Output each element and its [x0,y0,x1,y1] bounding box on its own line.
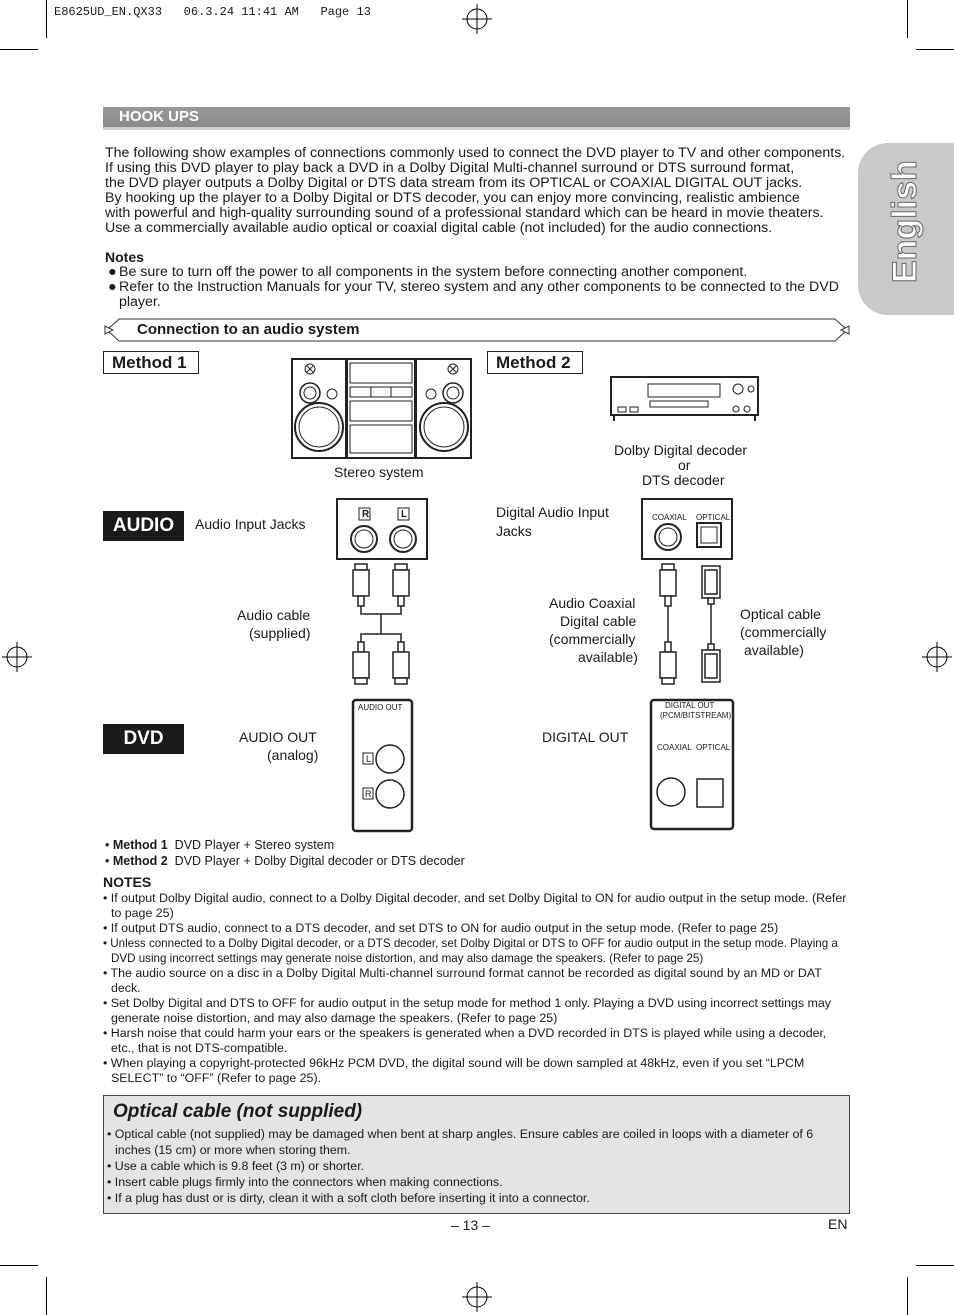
method2-name: Method 2 [112,854,168,868]
optical-cable-icon [701,565,721,683]
registration-mark-icon [2,642,32,672]
input-coaxial-label: COAXIAL [652,513,687,522]
method1-line: • Method 1 DVD Player + Stereo system [105,838,335,852]
crop-mark [907,1277,908,1315]
optical-cable-label-line3: available) [744,642,804,658]
panel-audio-out-label: AUDIO OUT [358,703,403,712]
audio-out-label-line1: AUDIO OUT [239,729,317,745]
note-item: ●Be sure to turn off the power to all co… [108,264,748,280]
intro-line: The following show examples of connectio… [105,145,846,161]
intro-line: with powerful and high-quality surroundi… [105,205,824,221]
section-title: HOOK UPS [119,108,200,125]
optical-box-item: • Use a cable which is 9.8 feet (3 m) or… [107,1159,365,1173]
audio-cable-label-line1: Audio cable [237,607,311,623]
page-number: – 13 – [451,1217,490,1233]
method1-label: Method 1 [103,351,199,374]
digital-input-jacks-icon [641,498,733,560]
jack-r-label: R [362,509,370,520]
intro-line: Use a commercially available audio optic… [105,220,773,236]
audio-out-label-line2: (analog) [267,747,319,763]
note-item: ●Refer to the Instruction Manuals for yo… [108,279,840,310]
optical-cable-label-line1: Optical cable [740,606,821,622]
digital-input-label-line1: Digital Audio Input [496,504,609,520]
audio-input-jacks-label: Audio Input Jacks [195,516,306,532]
coax-cable-label-line3: (commercially [549,631,636,647]
language-side-tab: English [858,143,954,315]
panel-jack-l-label: L [366,754,372,764]
audio-cable-label-line2: (supplied) [249,625,311,641]
panel-jack-r-label: R [365,789,372,799]
optical-box-title: Optical cable (not supplied) [113,1101,363,1122]
crop-mark [0,49,38,50]
panel-pcm-label: (PCM/BITSTREAM) [660,711,732,720]
panel-digital-out-label: DIGITAL OUT [665,701,715,710]
notes-bottom-title: NOTES [103,874,152,890]
method1-desc: DVD Player + Stereo system [174,838,335,852]
notes-top: Notes ●Be sure to turn off the power to … [105,250,853,310]
notes-bottom: NOTES • If output Dolby Digital audio, c… [103,874,851,1086]
language-code: EN [828,1216,848,1232]
crop-mark [916,1265,954,1266]
section-header-bar: HOOK UPS [103,107,850,130]
coaxial-cable-icon [659,563,677,685]
method2-line: • Method 2 DVD Player + Dolby Digital de… [105,854,465,868]
note-item: • If output Dolby Digital audio, connect… [103,891,847,920]
optical-box-item: • Insert cable plugs firmly into the con… [107,1175,503,1189]
crop-mark [907,0,908,38]
stereo-system-icon [291,358,472,459]
dvd-digital-out-panel-icon [649,698,735,831]
coax-cable-label-line4: available) [578,649,638,665]
intro-line: the DVD player outputs a Dolby Digital o… [105,175,803,191]
audio-cable-icon [352,563,410,685]
method2-label: Method 2 [487,351,583,374]
digital-out-label: DIGITAL OUT [542,729,629,745]
dvd-label: DVD [103,724,184,754]
notes-title: Notes [105,249,144,265]
digital-input-label-line2: Jacks [496,523,532,539]
note-item: • When playing a copyright-protected 96k… [103,1056,805,1085]
dvd-audio-out-panel-icon [351,698,414,833]
registration-mark-icon [922,642,952,672]
coax-cable-label-line1: Audio Coaxial [549,595,636,611]
intro-paragraph: The following show examples of connectio… [105,146,853,236]
audio-input-jacks-icon [336,498,428,560]
panel-optical-label: OPTICAL [696,743,731,752]
audio-label: AUDIO [103,511,184,541]
method2-desc: DVD Player + Dolby Digital decoder or DT… [174,854,465,868]
decoder-label-line2: or [678,457,691,473]
jack-l-label: L [401,509,408,520]
decoder-label-line3: DTS decoder [642,472,725,488]
crop-mark [0,1265,38,1266]
note-item: • Set Dolby Digital and DTS to OFF for a… [103,996,831,1025]
input-optical-label: OPTICAL [696,513,731,522]
subsection-title: Connection to an audio system [137,321,360,338]
optical-box-item: • Optical cable (not supplied) may be da… [107,1127,814,1157]
decoder-label-line1: Dolby Digital decoder [614,442,748,458]
coax-cable-label-line2: Digital cable [560,613,637,629]
note-item: • The audio source on a disc in a Dolby … [103,966,822,995]
crop-mark [916,49,954,50]
intro-line: By hooking up the player to a Dolby Digi… [105,190,800,206]
intro-line: If using this DVD player to play back a … [105,160,795,176]
language-tab-label: English [886,160,925,284]
registration-mark-icon [462,4,492,34]
crop-mark [46,0,47,38]
registration-mark-icon [462,1282,492,1312]
optical-cable-label-line2: (commercially [740,624,827,640]
optical-cable-box: Optical cable (not supplied) • Optical c… [103,1095,850,1214]
bullet-icon: ● [108,264,117,280]
panel-coaxial-label: COAXIAL [657,743,692,752]
optical-box-item: • If a plug has dust or is dirty, clean … [107,1191,590,1205]
note-item: • Harsh noise that could harm your ears … [103,1026,827,1055]
bullet-icon: ● [108,279,117,295]
stereo-system-label: Stereo system [334,464,424,480]
file-info-header: E8625UD_EN.QX33 06.3.24 11:41 AM Page 13 [54,5,371,19]
crop-mark [46,1277,47,1315]
subsection-banner [104,318,850,342]
method1-name: Method 1 [112,838,168,852]
note-item: • If output DTS audio, connect to a DTS … [103,921,779,935]
decoder-icon [610,376,759,421]
note-item: • Unless connected to a Dolby Digital de… [103,937,838,965]
